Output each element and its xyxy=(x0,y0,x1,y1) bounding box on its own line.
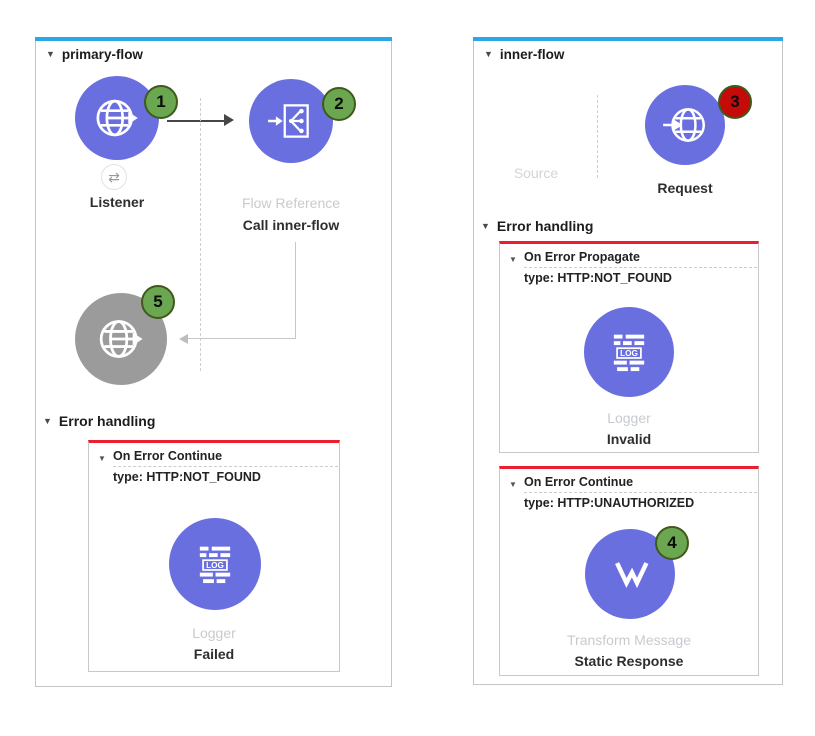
error-handling-header[interactable]: ▼ Error handling xyxy=(481,218,593,234)
collapse-icon[interactable]: ▼ xyxy=(509,480,517,489)
log-icon-text: LOG xyxy=(620,349,638,358)
badge-number: 3 xyxy=(730,92,740,111)
error-handling-header[interactable]: ▼ Error handling xyxy=(43,413,155,429)
logger-icon: LOG xyxy=(189,538,241,590)
badge-number: 5 xyxy=(153,292,163,311)
flow-header-primary[interactable]: ▼ primary-flow xyxy=(46,47,143,62)
flow-reference-name-label: Call inner-flow xyxy=(242,217,340,233)
flow-panel-inner[interactable]: ▼ inner-flow Source 3 xyxy=(473,37,783,685)
error-type-label: type: HTTP:NOT_FOUND xyxy=(524,271,672,285)
logger-node[interactable]: LOG xyxy=(584,307,674,397)
badge-number: 2 xyxy=(334,94,344,113)
flow-panel-primary[interactable]: ▼ primary-flow ⇄ xyxy=(35,37,392,687)
on-error-continue-scope[interactable]: ▼ On Error Continue type: HTTP:UNAUTHORI… xyxy=(499,466,759,676)
badge-number: 1 xyxy=(156,92,166,111)
connector-line-horizontal xyxy=(187,338,296,339)
flow-reference-node[interactable] xyxy=(249,79,333,163)
logger-name-label: Failed xyxy=(193,646,235,662)
error-strategy-label: On Error Continue xyxy=(524,475,757,493)
http-request-node[interactable] xyxy=(645,85,725,165)
flow-title-text: inner-flow xyxy=(499,47,565,62)
logger-node[interactable]: LOG xyxy=(169,518,261,610)
collapse-icon[interactable]: ▼ xyxy=(509,255,517,264)
listener-node[interactable] xyxy=(75,76,159,160)
collapse-icon[interactable]: ▼ xyxy=(43,415,52,426)
logger-type-label: Logger xyxy=(192,625,236,641)
collapse-icon[interactable]: ▼ xyxy=(98,454,106,463)
error-type-label: type: HTTP:UNAUTHORIZED xyxy=(524,496,695,510)
annotation-badge-2: 2 xyxy=(322,87,356,121)
badge-number: 4 xyxy=(667,533,677,552)
listener-label: Listener xyxy=(89,194,145,210)
flow-reference-icon xyxy=(266,96,316,146)
on-error-continue-scope[interactable]: ▼ On Error Continue type: HTTP:NOT_FOUND xyxy=(88,440,340,672)
error-strategy-label: On Error Propagate xyxy=(524,250,757,268)
annotation-badge-3: 3 xyxy=(718,85,752,119)
flow-header-inner[interactable]: ▼ inner-flow xyxy=(484,47,564,62)
request-label: Request xyxy=(657,180,713,196)
on-error-propagate-scope[interactable]: ▼ On Error Propagate type: HTTP:NOT_FOUN… xyxy=(499,241,759,453)
flow-selected-bar xyxy=(473,37,783,41)
logger-icon: LOG xyxy=(603,326,655,378)
error-strategy-label: On Error Continue xyxy=(113,449,338,467)
error-handling-title: Error handling xyxy=(58,413,156,429)
transform-message-icon xyxy=(606,550,654,598)
connector-arrowhead xyxy=(179,334,188,344)
message-flow-arrowhead xyxy=(224,114,234,126)
http-listener-icon xyxy=(90,91,144,145)
drop-zone-divider xyxy=(200,98,201,371)
exchange-icon: ⇄ xyxy=(108,169,120,185)
drop-zone-divider xyxy=(597,95,598,178)
connector-line-vertical xyxy=(295,242,296,339)
exchange-badge: ⇄ xyxy=(101,164,127,190)
http-listener-icon-gray xyxy=(93,311,149,367)
collapse-icon[interactable]: ▼ xyxy=(46,49,55,59)
annotation-badge-4: 4 xyxy=(655,526,689,560)
message-flow-arrow xyxy=(167,120,224,122)
error-handling-title: Error handling xyxy=(496,218,594,234)
flow-reference-type-label: Flow Reference xyxy=(241,195,341,211)
source-placeholder: Source xyxy=(513,165,559,181)
error-type-label: type: HTTP:NOT_FOUND xyxy=(113,470,261,484)
log-icon-text: LOG xyxy=(206,561,224,570)
logger-name-label: Invalid xyxy=(606,431,652,447)
logger-type-label: Logger xyxy=(607,410,651,426)
http-request-icon xyxy=(660,100,710,150)
collapse-icon[interactable]: ▼ xyxy=(481,220,490,231)
collapse-icon[interactable]: ▼ xyxy=(484,49,493,59)
flow-title-text: primary-flow xyxy=(61,47,143,62)
flow-selected-bar xyxy=(35,37,392,41)
annotation-badge-1: 1 xyxy=(144,85,178,119)
annotation-badge-5: 5 xyxy=(141,285,175,319)
transform-name-label: Static Response xyxy=(574,653,684,669)
transform-type-label: Transform Message xyxy=(567,632,691,648)
